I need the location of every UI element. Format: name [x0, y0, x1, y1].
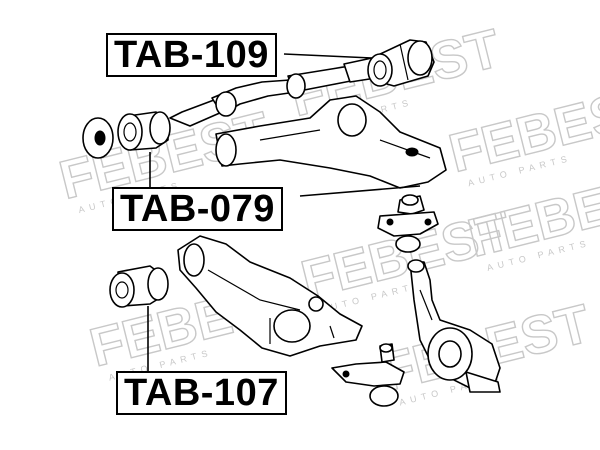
upper-ball-joint: [377, 194, 439, 253]
part-label-tab-107: TAB-107: [116, 371, 287, 415]
upper-control-arm: [215, 95, 447, 189]
bushing-tab-109: [367, 39, 435, 87]
bushing-tab-107: [109, 265, 169, 308]
steering-knuckle: [407, 259, 501, 393]
lower-ball-joint: [331, 343, 405, 407]
part-label-tab-109: TAB-109: [106, 33, 277, 77]
lower-control-arm: [177, 235, 363, 357]
bushing-tab-079: [82, 111, 171, 159]
leader-lines: [147, 53, 421, 372]
part-label-tab-079: TAB-079: [112, 187, 283, 231]
